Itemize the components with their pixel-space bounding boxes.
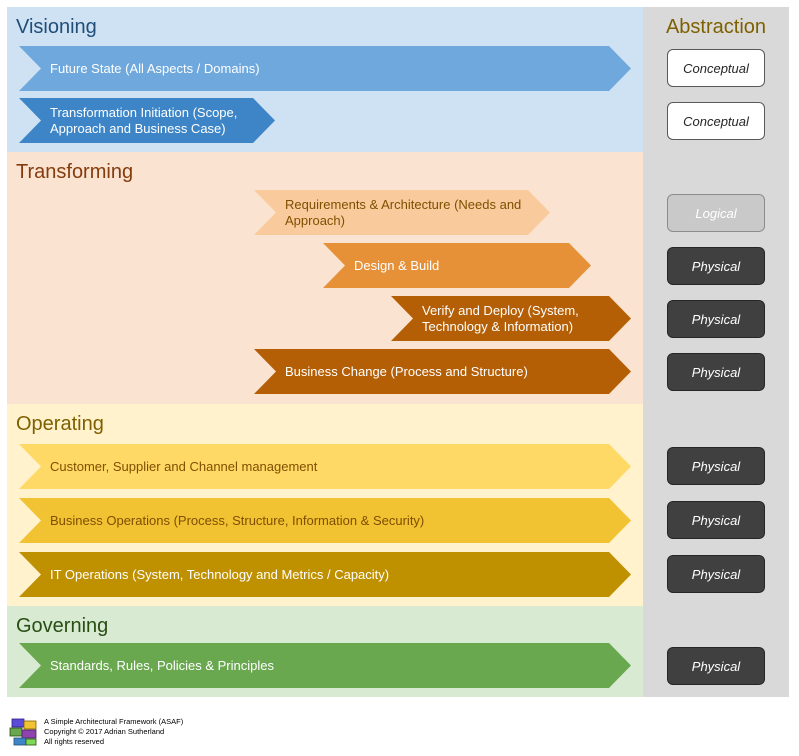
verify-deploy-label: Verify and Deploy (System, Technology & … — [422, 302, 579, 334]
customer-supplier-chevron: Customer, Supplier and Channel managemen… — [19, 444, 631, 489]
design-build-label: Design & Build — [354, 257, 440, 273]
transforming-band: Transforming Requirements & Architecture… — [7, 152, 643, 404]
business-operations-chevron: Business Operations (Process, Structure,… — [19, 498, 631, 543]
requirements-architecture-label: Requirements & Architecture (Needs and A… — [285, 196, 522, 228]
transformation-initiation-label: Transformation Initiation (Scope, Approa… — [50, 104, 238, 136]
visioning-title: Visioning — [16, 16, 97, 38]
abstraction-physical-design-build: Physical — [667, 247, 765, 285]
footer-line-1: A Simple Architectural Framework (ASAF) — [44, 717, 184, 726]
verify-deploy-chevron: Verify and Deploy (System, Technology & … — [391, 296, 631, 341]
design-build-chevron: Design & Build — [323, 243, 591, 288]
abstraction-conceptual-future-state: Conceptual — [667, 49, 765, 87]
it-operations-chevron: IT Operations (System, Technology and Me… — [19, 552, 631, 597]
footer-text: A Simple Architectural Framework (ASAF) … — [44, 717, 183, 747]
future-state-chevron: Future State (All Aspects / Domains) — [19, 46, 631, 91]
abstraction-physical-standards: Physical — [667, 647, 765, 685]
it-operations-label: IT Operations (System, Technology and Me… — [50, 566, 390, 582]
future-state-label: Future State (All Aspects / Domains) — [50, 60, 260, 76]
visioning-band: Visioning Future State (All Aspects / Do… — [7, 7, 643, 152]
abstraction-physical-customer-supplier: Physical — [667, 447, 765, 485]
business-operations-label: Business Operations (Process, Structure,… — [50, 512, 425, 528]
standards-label: Standards, Rules, Policies & Principles — [50, 657, 274, 673]
operating-title: Operating — [16, 413, 104, 435]
abstraction-physical-it-operations: Physical — [667, 555, 765, 593]
transforming-title: Transforming — [16, 161, 134, 183]
abstraction-physical-business-operations: Physical — [667, 501, 765, 539]
customer-supplier-label: Customer, Supplier and Channel managemen… — [50, 458, 318, 474]
operating-band: Operating Customer, Supplier and Channel… — [7, 404, 643, 606]
requirements-architecture-chevron: Requirements & Architecture (Needs and A… — [254, 190, 550, 235]
footer-line-2: Copyright © 2017 Adrian Sutherland — [44, 727, 165, 736]
abstraction-physical-business-change: Physical — [667, 353, 765, 391]
abstraction-logical-requirements: Logical — [667, 194, 765, 232]
abstraction-physical-verify-deploy: Physical — [667, 300, 765, 338]
abstraction-title: Abstraction — [665, 16, 767, 38]
abstraction-column: Abstraction Conceptual Conceptual Logica… — [643, 7, 789, 697]
governing-title: Governing — [16, 615, 109, 637]
footer-line-3: All rights reserved — [44, 737, 105, 746]
abstraction-conceptual-initiation: Conceptual — [667, 102, 765, 140]
business-change-chevron: Business Change (Process and Structure) — [254, 349, 631, 394]
standards-chevron: Standards, Rules, Policies & Principles — [19, 643, 631, 688]
business-change-label: Business Change (Process and Structure) — [285, 363, 528, 379]
asaf-logo-icon — [9, 718, 37, 746]
governing-band: Governing Standards, Rules, Policies & P… — [7, 606, 643, 697]
transformation-initiation-chevron: Transformation Initiation (Scope, Approa… — [19, 98, 275, 143]
